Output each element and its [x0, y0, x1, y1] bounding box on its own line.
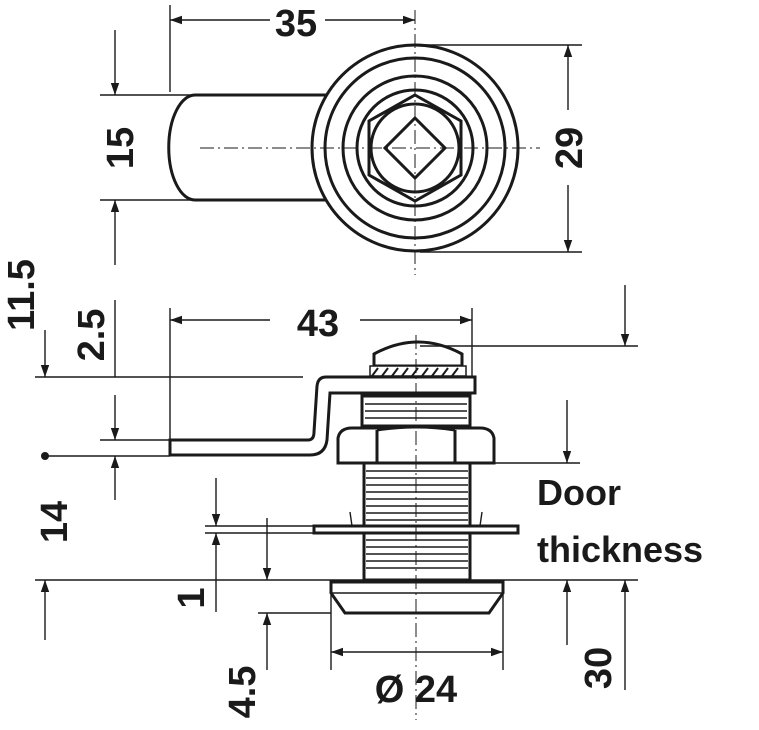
flange [329, 580, 505, 615]
dim-1: 1 [171, 587, 213, 608]
dim-11-5: 11.5 [1, 259, 43, 331]
dim-2-5: 2.5 [71, 309, 113, 362]
dim-dia-24: Ø 24 [375, 669, 457, 711]
door-thickness-label-line2: thickness [537, 529, 703, 570]
dim-14: 14 [34, 501, 76, 543]
dim-15: 15 [100, 127, 142, 169]
dim-29: 29 [549, 127, 591, 169]
cam [168, 375, 477, 457]
door-thickness-label-line1: Door [537, 472, 621, 513]
dim-43: 43 [297, 303, 339, 345]
side-view: 43 11.5 2.5 14 1 Door thickness 4.5 Ø 24… [1, 259, 703, 720]
dim-30: 30 [578, 647, 620, 689]
knob [372, 340, 464, 368]
dim-35: 35 [275, 3, 317, 45]
threaded-body [362, 461, 472, 582]
top-view: 35 15 29 [100, 3, 591, 275]
dim-4-5: 4.5 [222, 666, 264, 719]
